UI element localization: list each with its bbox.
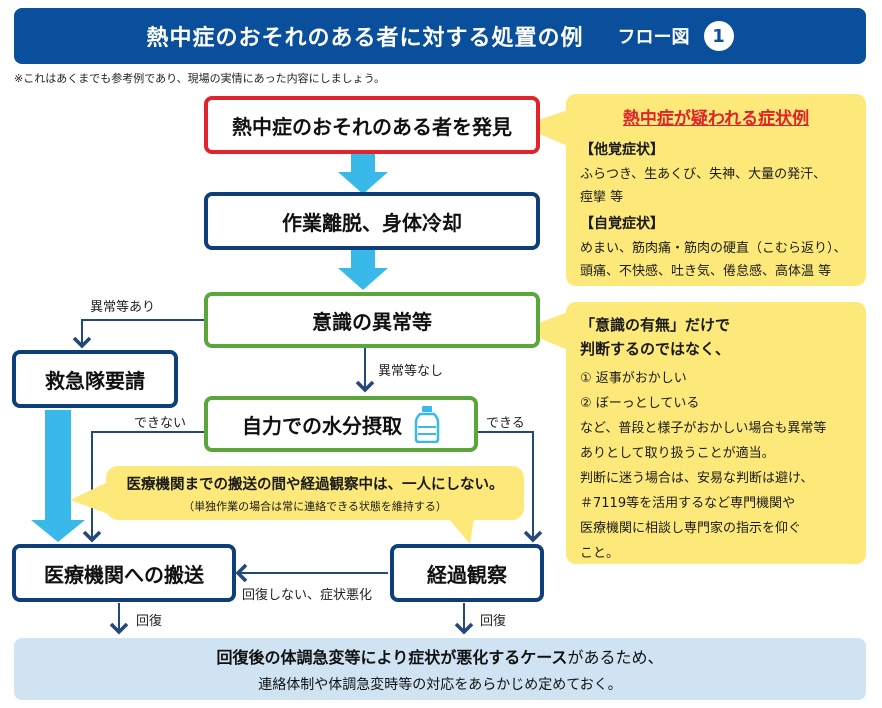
judgment-item2: ② ぼーっとしている (580, 396, 700, 411)
judgment-line5: 判断に迷う場合は、安易な判断は避け、 (580, 471, 814, 486)
arrow-ambulance-to-hospital (31, 410, 85, 542)
label-recovered-left: 回復 (136, 614, 163, 629)
self-symptoms-line2: 頭痛、不快感、吐き気、倦怠感、高体温 等 (580, 264, 832, 279)
observation-label: 経過観察 (427, 562, 507, 587)
judgment-line7: 医療機関に相談し専門家の指示を仰ぐ (580, 521, 802, 536)
other-symptoms-heading: 【他覚症状】 (580, 142, 664, 158)
recovery-note-line2: 連絡体制や体調急変時等の対応をあらかじめ定めておく。 (258, 677, 622, 693)
line-can (478, 431, 543, 543)
page-title: 熱中症のおそれのある者に対する処置の例 (146, 26, 584, 51)
recovery-note-emphasis: 回復後の体調急変等により症状が悪化するケース (216, 648, 568, 667)
consciousness-label: 意識の異常等 (312, 309, 432, 334)
self-symptoms-heading: 【自覚症状】 (580, 216, 664, 232)
arrow-discover-to-cooling (338, 152, 388, 194)
alone-callout-main: 医療機関までの搬送の間や経過観察中は、一人にしない。 (126, 476, 504, 493)
observation-box: 経過観察 (390, 544, 544, 602)
label-not-recovered: 回復しない、症状悪化 (242, 588, 373, 603)
judgment-line8: こと。 (580, 546, 620, 561)
do-not-leave-alone-callout: 医療機関までの搬送の間や経過観察中は、一人にしない。 （単独作業の場合は常に連絡… (106, 466, 524, 520)
water-bottle-icon (414, 406, 440, 443)
judgment-item1: ① 返事がおかしい (580, 371, 687, 386)
label-recovered-right: 回復 (480, 614, 507, 629)
other-symptoms-line2: 痙攣 等 (580, 190, 624, 205)
water-intake-label: 自力での水分摂取 (242, 413, 402, 438)
self-symptoms-line1: めまい、筋肉痛・筋肉の硬直（こむら返り）、 (580, 241, 847, 256)
discover-label: 熱中症のおそれのある者を発見 (232, 114, 512, 139)
recovery-note-line1: 回復後の体調急変等により症状が悪化するケースがあるため、 (217, 644, 664, 668)
recovery-note-tail: があるため、 (567, 648, 664, 667)
symptoms-callout-pointer (520, 110, 568, 146)
ambulance-label: 救急隊要請 (45, 368, 145, 393)
label-can: できる (486, 416, 525, 431)
symptoms-callout: 熱中症が疑われる症状例 【他覚症状】 ふらつき、生あくび、失神、大量の発汗、 痙… (566, 94, 866, 286)
alone-callout-pointer-down (448, 518, 474, 544)
other-symptoms-line1: ふらつき、生あくび、失神、大量の発汗、 (580, 167, 827, 182)
alone-callout-sub: （単独作業の場合は常に連絡できる状態を維持する） (183, 499, 447, 513)
discover-box: 熱中症のおそれのある者を発見 (204, 96, 540, 154)
ambulance-box: 救急隊要請 (12, 350, 178, 408)
judgment-line3: など、普段と様子がおかしい場合も異常等 (580, 421, 827, 436)
water-intake-box: 自力での水分摂取 (204, 396, 478, 452)
figure-number-badge: 1 (703, 21, 734, 51)
symptoms-title: 熱中症が疑われる症状例 (622, 109, 810, 129)
judgment-line6: ＃7119等を活用するなど専門機関や (580, 496, 796, 511)
consciousness-box: 意識の異常等 (204, 292, 540, 348)
arrow-cooling-to-consciousness (338, 248, 388, 290)
cooling-label: 作業離脱、身体冷却 (282, 210, 462, 235)
judgment-line2: 判断するのではなく、 (580, 340, 731, 358)
line-abnormal-yes (72, 319, 204, 349)
judgment-line4: ありとして取り扱うことが適当。 (580, 446, 775, 461)
judgment-callout-pointer (520, 312, 568, 350)
label-cannot: できない (134, 416, 187, 431)
recovery-note-banner: 回復後の体調急変等により症状が悪化するケースがあるため、 連絡体制や体調急変時等… (14, 638, 866, 700)
page-subtitle: フロー図 (617, 27, 690, 48)
reference-note: ※これはあくまでも参考例であり、現場の実情にあった内容にしましょう。 (14, 72, 386, 85)
header-banner: 熱中症のおそれのある者に対する処置の例 フロー図 1 (14, 8, 866, 64)
label-abnormal-no: 異常等なし (378, 364, 444, 379)
cooling-box: 作業離脱、身体冷却 (204, 192, 540, 250)
hospital-transport-label: 医療機関への搬送 (44, 562, 204, 587)
judgment-callout: 「意識の有無」だけで 判断するのではなく、 ① 返事がおかしい ② ぼーっとして… (566, 302, 866, 564)
judgment-line1: 「意識の有無」だけで (580, 316, 731, 334)
alone-callout-pointer-left (70, 482, 108, 514)
label-abnormal-yes: 異常等あり (90, 300, 156, 315)
hospital-transport-box: 医療機関への搬送 (12, 544, 236, 602)
